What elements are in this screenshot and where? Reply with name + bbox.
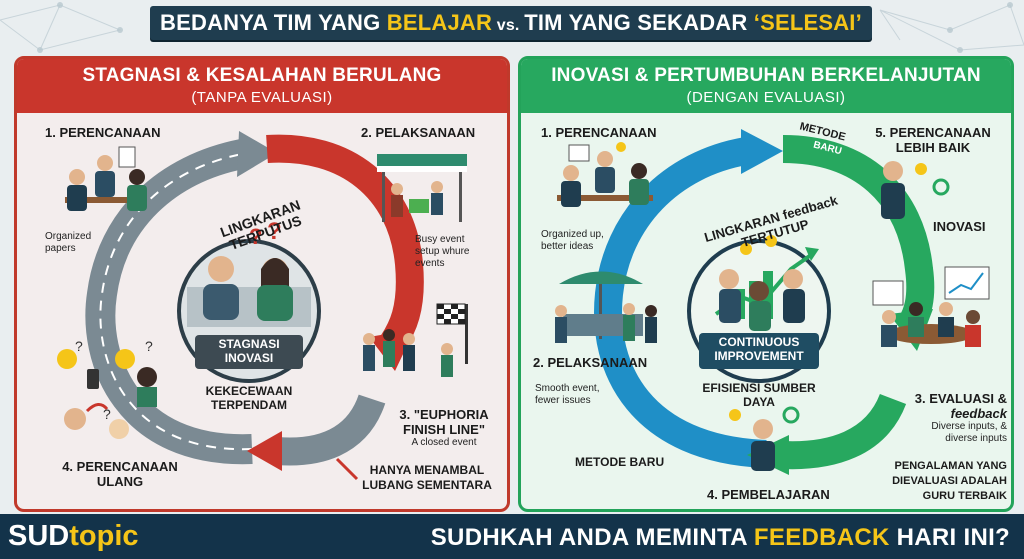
- improvement-badge-bg: [699, 333, 819, 369]
- stagnation-badge-bg: [195, 335, 303, 369]
- page-title: BEDANYA TIM YANG BELAJAR vs. TIM YANG SE…: [150, 6, 872, 40]
- left-panel-subtitle: (TANPA EVALUASI): [191, 89, 333, 106]
- left-panel-header: STAGNASI & KESALAHAN BERULANG (TANPA EVA…: [17, 59, 507, 113]
- left-step-replanning: 4. PERENCANAAN ULANG: [62, 459, 178, 489]
- svg-text:?: ?: [75, 338, 83, 354]
- planning-people-illustration: [65, 146, 147, 211]
- cta-highlight: FEEDBACK: [753, 524, 890, 551]
- svg-text:?: ?: [267, 218, 282, 245]
- closed-feedback-cycle-diagram: [555, 129, 990, 475]
- right-step-execution-note: Smooth event, fewer issues: [535, 383, 600, 406]
- left-step-planning-note: Organized papers: [45, 231, 92, 254]
- right-panel-subtitle: (DENGAN EVALUASI): [686, 89, 846, 106]
- frustrated-faces-illustration: ? ? ?: [57, 338, 157, 439]
- cycle-arrow-green-bottom: [782, 393, 907, 470]
- svg-text:?: ?: [249, 224, 262, 249]
- right-innovation-label: INOVASI: [933, 219, 986, 234]
- right-step-learning: 4. PEMBELAJARAN: [707, 487, 830, 502]
- logo-part-b: topic: [69, 520, 139, 552]
- title-highlight-selesai: ‘SELESAI’: [753, 10, 862, 35]
- right-step-execution: 2. PELAKSANAAN: [533, 355, 648, 370]
- arrow-head-red-bottom: [247, 431, 282, 471]
- right-step-evaluation-note: Diverse inputs, & diverse inputs: [931, 421, 1007, 444]
- svg-text:?: ?: [103, 406, 111, 422]
- right-step-planning-note: Organized up, better ideas: [541, 229, 604, 252]
- left-panel-title: STAGNASI & KESALAHAN BERULANG: [82, 65, 442, 86]
- cycle-arrow-gray-bottom: [275, 393, 386, 466]
- left-step-planning: 1. PERENCANAAN: [45, 125, 161, 140]
- right-step-better-planning: 5. PERENCANAAN LEBIH BAIK: [875, 125, 991, 155]
- right-panel-with-evaluation: INOVASI & PERTUMBUHAN BERKELANJUTAN (DEN…: [518, 56, 1014, 512]
- cycle-arrow-red: [266, 134, 424, 352]
- event-booth-illustration: [377, 154, 467, 222]
- broken-cycle-diagram: ? ? ?: [57, 131, 468, 481]
- learner-illustration: [729, 406, 800, 471]
- right-panel-title: INOVASI & PERTUMBUHAN BERKELANJUTAN: [551, 65, 981, 86]
- left-step-execution-note: Busy event setup whure events: [415, 234, 470, 269]
- title-part2: TIM YANG SEKADAR: [524, 10, 754, 35]
- left-step-euphoria: 3. "EUPHORIA FINISH LINE": [399, 407, 489, 437]
- right-step-planning: 1. PERENCANAAN: [541, 125, 657, 140]
- stagnation-badge: STAGNASI INOVASI: [218, 337, 280, 365]
- call-to-action: SUDHKAH ANDA MEMINTA FEEDBACK HARI INI?: [431, 523, 1010, 553]
- arrow-head-blue: [741, 129, 783, 174]
- left-step-execution: 2. PELAKSANAAN: [361, 125, 476, 140]
- smooth-event-illustration: [555, 271, 657, 343]
- right-center-caption: EFISIENSI SUMBER DAYA: [702, 381, 816, 409]
- arrow-head-gray: [237, 131, 277, 177]
- cta-part-b: HARI INI?: [889, 524, 1010, 551]
- right-step-evaluation: 3. EVALUASI &: [914, 391, 1007, 406]
- left-patch-note: HANYA MENAMBAL LUBANG SEMENTARA: [362, 463, 492, 492]
- finish-line-illustration: [363, 303, 468, 377]
- title-vs: vs.: [492, 17, 525, 34]
- left-panel-no-evaluation: STAGNASI & KESALAHAN BERULANG (TANPA EVA…: [14, 56, 510, 512]
- presenter-illustration: [881, 161, 950, 219]
- title-part1: BEDANYA TIM YANG: [160, 10, 387, 35]
- title-highlight-belajar: BELAJAR: [386, 10, 493, 35]
- logo-part-a: SUD: [8, 520, 70, 552]
- sudtopic-logo: SUDtopic: [8, 519, 139, 553]
- right-lesson-note: PENGALAMAN YANG DIEVALUASI ADALAH GURU T…: [892, 460, 1007, 502]
- left-step-euphoria-note: A closed event: [411, 437, 477, 448]
- right-step-evaluation-feedback: feedback: [950, 406, 1007, 421]
- evaluation-meeting-illustration: [872, 266, 990, 347]
- svg-text:?: ?: [145, 338, 153, 354]
- footer-bar: SUDtopic SUDHKAH ANDA MEMINTA FEEDBACK H…: [0, 514, 1024, 559]
- cycle-arrow-blue: [594, 137, 767, 468]
- continuous-improvement-badge: CONTINUOUS IMPROVEMENT: [714, 335, 804, 363]
- left-center-caption: KEKECEWAAN TERPENDAM: [205, 384, 293, 412]
- planning-team-illustration: [557, 142, 653, 207]
- right-new-method-label: METODE BARU: [575, 455, 665, 469]
- cta-part-a: SUDHKAH ANDA MEMINTA: [430, 524, 754, 551]
- right-panel-header: INOVASI & PERTUMBUHAN BERKELANJUTAN (DEN…: [521, 59, 1011, 113]
